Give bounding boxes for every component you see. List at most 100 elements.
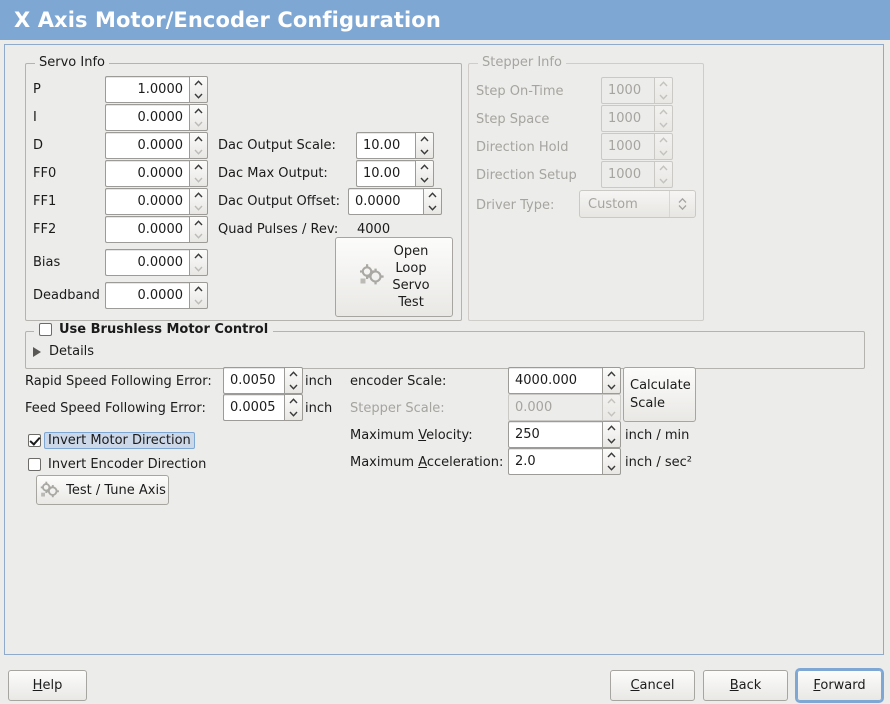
- dac-output-offset-value[interactable]: 0.0000: [348, 188, 423, 215]
- checkbox-box[interactable]: [28, 458, 41, 471]
- chevron-updown-icon[interactable]: [669, 191, 687, 217]
- step-on-time-spin[interactable]: 1000: [601, 77, 673, 104]
- help-button[interactable]: Help: [8, 670, 87, 701]
- spin-down-icon[interactable]: [190, 230, 207, 243]
- encoder-scale-spin[interactable]: 4000.000: [508, 367, 621, 394]
- spin-up-icon[interactable]: [603, 395, 620, 408]
- step-on-time-buttons[interactable]: [654, 77, 673, 104]
- servo-spin-ff2-value[interactable]: 0.0000: [105, 216, 189, 243]
- spin-up-icon[interactable]: [190, 133, 207, 146]
- spin-down-icon[interactable]: [190, 174, 207, 187]
- servo-spin-bias-value[interactable]: 0.0000: [105, 249, 189, 276]
- maximum-velocity-spin[interactable]: 250: [508, 421, 621, 448]
- maximum-acceleration-buttons[interactable]: [602, 448, 621, 475]
- spin-up-icon[interactable]: [603, 422, 620, 435]
- servo-spin-d[interactable]: 0.0000: [105, 132, 208, 159]
- servo-spin-p-buttons[interactable]: [189, 76, 208, 103]
- servo-spin-ff2[interactable]: 0.0000: [105, 216, 208, 243]
- spin-up-icon[interactable]: [424, 189, 441, 202]
- feed-speed-following-error-spin[interactable]: 0.0005: [223, 394, 303, 421]
- spin-down-icon[interactable]: [655, 91, 672, 104]
- servo-spin-ff1[interactable]: 0.0000: [105, 188, 208, 215]
- spin-up-icon[interactable]: [416, 161, 433, 174]
- calculate-scale-button[interactable]: Calculate Scale: [623, 367, 696, 422]
- maximum-velocity-buttons[interactable]: [602, 421, 621, 448]
- spin-up-icon[interactable]: [655, 162, 672, 175]
- spin-up-icon[interactable]: [190, 105, 207, 118]
- spin-down-icon[interactable]: [655, 175, 672, 188]
- spin-up-icon[interactable]: [190, 161, 207, 174]
- spin-down-icon[interactable]: [285, 381, 302, 394]
- spin-down-icon[interactable]: [190, 263, 207, 276]
- servo-spin-ff1-buttons[interactable]: [189, 188, 208, 215]
- invert-encoder-direction-checkbox[interactable]: Invert Encoder Direction: [28, 457, 206, 472]
- test-tune-axis-button[interactable]: Test / Tune Axis: [36, 475, 169, 505]
- spin-down-icon[interactable]: [655, 147, 672, 160]
- servo-spin-ff0-buttons[interactable]: [189, 160, 208, 187]
- dac-output-scale-value[interactable]: 10.00: [356, 132, 415, 159]
- dac-max-output-spin[interactable]: 10.00: [356, 160, 434, 187]
- step-space-value[interactable]: 1000: [601, 105, 654, 132]
- servo-spin-ff0[interactable]: 0.0000: [105, 160, 208, 187]
- servo-spin-bias-buttons[interactable]: [189, 249, 208, 276]
- maximum-velocity-value[interactable]: 250: [508, 421, 602, 448]
- back-button[interactable]: Back: [703, 670, 788, 701]
- feed-speed-following-error-value[interactable]: 0.0005: [223, 394, 284, 421]
- rapid-speed-following-error-spin[interactable]: 0.0050: [223, 367, 303, 394]
- dac-output-offset-spin[interactable]: 0.0000: [348, 188, 442, 215]
- spin-down-icon[interactable]: [190, 296, 207, 309]
- invert-motor-direction-checkbox[interactable]: Invert Motor Direction: [28, 432, 195, 449]
- direction-hold-buttons[interactable]: [654, 133, 673, 160]
- spin-down-icon[interactable]: [190, 118, 207, 131]
- forward-button[interactable]: Forward: [795, 668, 884, 703]
- servo-spin-i-value[interactable]: 0.0000: [105, 104, 189, 131]
- encoder-scale-buttons[interactable]: [602, 367, 621, 394]
- servo-spin-ff2-buttons[interactable]: [189, 216, 208, 243]
- spin-down-icon[interactable]: [603, 435, 620, 448]
- spin-up-icon[interactable]: [190, 217, 207, 230]
- servo-spin-d-value[interactable]: 0.0000: [105, 132, 189, 159]
- feed-speed-buttons[interactable]: [284, 394, 303, 421]
- stepper-scale-value[interactable]: 0.000: [508, 394, 602, 421]
- spin-down-icon[interactable]: [190, 146, 207, 159]
- spin-down-icon[interactable]: [603, 381, 620, 394]
- spin-up-icon[interactable]: [190, 77, 207, 90]
- spin-down-icon[interactable]: [603, 408, 620, 421]
- spin-up-icon[interactable]: [285, 368, 302, 381]
- spin-up-icon[interactable]: [416, 133, 433, 146]
- rapid-speed-buttons[interactable]: [284, 367, 303, 394]
- spin-up-icon[interactable]: [603, 449, 620, 462]
- servo-spin-d-buttons[interactable]: [189, 132, 208, 159]
- spin-down-icon[interactable]: [285, 408, 302, 421]
- servo-spin-deadband[interactable]: 0.0000: [105, 282, 208, 309]
- spin-up-icon[interactable]: [190, 250, 207, 263]
- direction-setup-buttons[interactable]: [654, 161, 673, 188]
- servo-spin-i-buttons[interactable]: [189, 104, 208, 131]
- spin-down-icon[interactable]: [424, 202, 441, 215]
- spin-up-icon[interactable]: [655, 134, 672, 147]
- encoder-scale-value[interactable]: 4000.000: [508, 367, 602, 394]
- direction-setup-value[interactable]: 1000: [601, 161, 654, 188]
- servo-spin-deadband-buttons[interactable]: [189, 282, 208, 309]
- servo-spin-i[interactable]: 0.0000: [105, 104, 208, 131]
- direction-setup-spin[interactable]: 1000: [601, 161, 673, 188]
- open-loop-servo-test-button[interactable]: Open Loop Servo Test: [335, 237, 453, 317]
- checkbox-box[interactable]: [39, 323, 52, 336]
- step-space-spin[interactable]: 1000: [601, 105, 673, 132]
- servo-spin-p[interactable]: 1.0000: [105, 76, 208, 103]
- spin-up-icon[interactable]: [190, 283, 207, 296]
- dac-output-scale-buttons[interactable]: [415, 132, 434, 159]
- step-on-time-value[interactable]: 1000: [601, 77, 654, 104]
- servo-spin-ff0-value[interactable]: 0.0000: [105, 160, 189, 187]
- cancel-button[interactable]: Cancel: [610, 670, 695, 701]
- spin-up-icon[interactable]: [190, 189, 207, 202]
- servo-spin-deadband-value[interactable]: 0.0000: [105, 282, 189, 309]
- dac-max-output-buttons[interactable]: [415, 160, 434, 187]
- checkbox-box[interactable]: [28, 434, 41, 447]
- spin-up-icon[interactable]: [655, 78, 672, 91]
- spin-down-icon[interactable]: [603, 462, 620, 475]
- spin-up-icon[interactable]: [285, 395, 302, 408]
- details-expander[interactable]: Details: [33, 344, 94, 359]
- driver-type-combo[interactable]: Custom: [579, 190, 696, 218]
- stepper-scale-buttons[interactable]: [602, 394, 621, 421]
